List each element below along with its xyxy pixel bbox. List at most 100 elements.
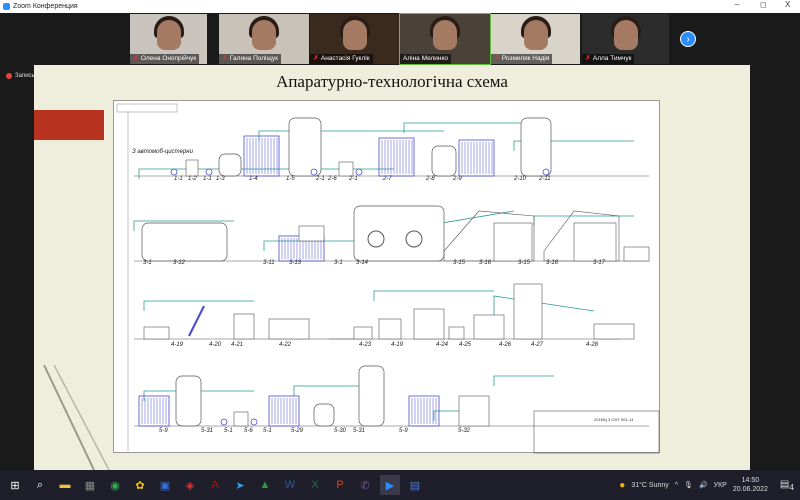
equipment-label: 4-19 [171, 342, 184, 348]
taskbar: ⊞ ⌕ ▬ ▦ ◉ ✿ ▣ ◈ A ➤ ▲ W X P ✆ ▶ ▤ ● 31°C Sunny ^ 🎙 🔊 УКР… [0, 470, 800, 500]
maximize-button[interactable]: ◻ [760, 0, 767, 9]
pipe-line [403, 122, 534, 133]
equipment-label: 5-31 [353, 428, 365, 434]
participant-face [342, 20, 367, 50]
equipment-label: 3-14 [356, 260, 369, 266]
close-button[interactable]: X [785, 0, 791, 9]
powerpoint-icon[interactable]: P [336, 479, 344, 491]
equipment-label: 4-19 [391, 342, 404, 348]
tank [141, 222, 228, 262]
participant-tile[interactable]: Аліна Мелинко [399, 13, 491, 65]
telegram-icon[interactable]: ➤ [235, 479, 245, 492]
tank [353, 205, 445, 262]
network-app-icon[interactable]: ▤ [409, 479, 421, 492]
equipment-label: 3-13 [289, 260, 302, 266]
heat-exchanger [138, 395, 170, 427]
participant-name-text: Анастасія Гуклік [320, 55, 370, 62]
pipe-line [293, 385, 374, 396]
participant-tile[interactable]: ✗Галина Поліщук [219, 14, 309, 64]
tank [288, 117, 322, 177]
app-badge-icon[interactable]: ◈ [185, 479, 195, 492]
equipment-label: 3-16 [546, 260, 559, 266]
participant-tile[interactable]: ✗Анастасія Гуклік [310, 14, 399, 64]
equipment-label: 4-24 [436, 342, 449, 348]
heat-exchanger [408, 395, 440, 427]
equipment-box [593, 323, 635, 340]
app-yellow-icon[interactable]: ✿ [135, 479, 145, 492]
pipe-line [133, 220, 234, 231]
pipe-line [143, 300, 254, 311]
pump [205, 168, 213, 176]
equipment-box [353, 326, 373, 340]
tank [431, 145, 457, 177]
participant-name: ✗Олена Онопрійчук [130, 54, 200, 64]
equipment-box [458, 395, 490, 427]
participant-name-text: Аліна Мелинко [403, 55, 449, 62]
stamp-code: 201МЦ 3 ОНТ 001-14 [594, 417, 634, 422]
equipment-label: 3-16 [479, 260, 492, 266]
acrobat-icon[interactable]: A [211, 479, 219, 491]
volume-icon[interactable]: 🔊 [698, 482, 708, 489]
calculator-icon[interactable]: ▦ [84, 479, 96, 492]
decorative-lines [43, 365, 110, 470]
participant-name: Аліна Мелинко [400, 54, 452, 64]
zoom-icon[interactable]: ▶ [380, 475, 400, 495]
muted-mic-icon: ✗ [494, 55, 500, 62]
title-block [533, 410, 660, 454]
notifications-icon[interactable]: ▤4 [779, 478, 794, 492]
participant-name: ✗Розмеляк Надія [491, 54, 553, 64]
file-explorer-icon[interactable]: ▬ [59, 479, 71, 491]
equipment-box [513, 283, 543, 340]
chrome-icon[interactable]: ◉ [110, 479, 120, 492]
equipment-box [143, 326, 170, 340]
equipment-label: 4-26 [499, 342, 512, 348]
chevron-up-icon[interactable]: ^ [674, 481, 679, 489]
equipment-box [185, 159, 199, 177]
pump [170, 168, 178, 176]
zoom-logo-icon [3, 3, 10, 10]
minimize-button[interactable]: – [735, 0, 740, 9]
muted-mic-icon: ✗ [133, 55, 139, 62]
pump [250, 418, 258, 426]
weather[interactable]: 31°C Sunny [631, 481, 669, 489]
language-indicator[interactable]: УКР [713, 481, 727, 489]
equipment-label: 5-9 [159, 428, 168, 434]
mic-icon[interactable]: 🎙 [684, 482, 693, 489]
equipment-box [493, 222, 533, 262]
equipment-label: 4-20 [209, 342, 222, 348]
drum [367, 230, 385, 248]
equipment-label: 5-31 [201, 428, 213, 434]
participant-tile[interactable]: ✗Алла Тимчук [582, 14, 669, 64]
windows-start-icon[interactable]: ⊞ [10, 479, 20, 492]
equipment-label: 2-11 [538, 176, 551, 182]
word-icon[interactable]: W [284, 479, 296, 491]
pipe-line [258, 130, 444, 141]
stamp-box [116, 103, 178, 113]
pump [355, 168, 363, 176]
participant-tile[interactable]: ✗Розмеляк Надія [491, 14, 580, 64]
time: 14:50 [741, 477, 760, 484]
app-triangle-icon[interactable]: ▲ [259, 479, 271, 491]
recording-label: Запись [15, 73, 35, 79]
search-icon[interactable]: ⌕ [36, 478, 44, 491]
chevron-right-icon[interactable]: › [680, 31, 696, 47]
equipment-box [233, 313, 255, 340]
equipment-label: 1-5 [286, 176, 295, 182]
participant-face [252, 20, 276, 50]
sun-icon: ● [619, 479, 626, 491]
equipment-label: 3-15 [453, 260, 466, 266]
drum [405, 230, 423, 248]
save-app-icon[interactable]: ▣ [159, 479, 171, 492]
tank [313, 403, 335, 427]
pipe-line [263, 240, 374, 251]
participant-tile[interactable]: ✗Олена Онопрійчук [130, 14, 207, 64]
equipment-label: 3-17 [593, 260, 606, 266]
excel-icon[interactable]: X [311, 479, 319, 491]
equipment-label: 2-9 [452, 176, 462, 182]
equipment-box [413, 308, 445, 340]
heat-exchanger [243, 135, 280, 177]
viber-icon[interactable]: ✆ [360, 479, 370, 492]
